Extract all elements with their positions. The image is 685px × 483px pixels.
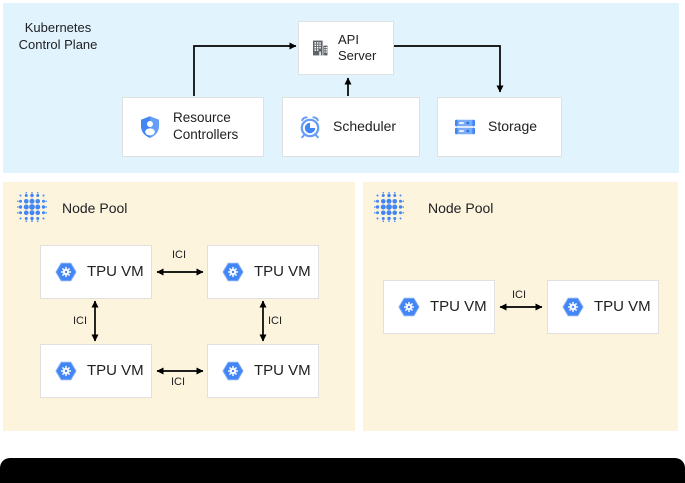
ici-label: ICI [171,249,187,261]
tpu-vm-card: TPU VM [40,344,152,398]
resource-controllers-label: Resource Controllers [173,110,239,142]
tpu-vm-card: TPU VM [547,280,659,334]
api-server-label: API Server [338,31,377,63]
scheduler-label: Scheduler [333,118,397,135]
tpu-vm-card: TPU VM [40,245,152,299]
tpu-vm-label: TPU VM [594,297,651,315]
tpu-hexagon-icon [54,359,78,383]
ici-label: ICI [268,315,283,327]
api-server-card: API Server [298,21,394,75]
shield-user-icon [137,114,163,140]
storage-card: Storage [437,97,562,157]
scheduler-card: Scheduler [282,97,420,157]
tpu-hexagon-icon [221,260,245,284]
tpu-vm-label: TPU VM [254,262,311,280]
tpu-vm-label: TPU VM [254,361,311,379]
tpu-hexagon-icon [397,295,421,319]
tpu-vm-label: TPU VM [430,297,487,315]
tpu-hexagon-icon [561,295,585,319]
ici-label: ICI [511,289,527,301]
tpu-vm-label: TPU VM [87,361,144,379]
storage-disks-icon [452,114,478,140]
resource-controllers-card: Resource Controllers [122,97,264,157]
node-pool-dots-icon [17,192,47,222]
node-pool-dots-icon [374,192,404,222]
tpu-hexagon-icon [54,260,78,284]
node-pool-label-left: Node Pool [62,200,128,216]
ici-label: ICI [170,376,186,388]
tpu-vm-label: TPU VM [87,262,144,280]
bottom-bar [0,458,685,483]
control-plane-title: Kubernetes Control Plane [18,20,98,53]
ici-label: ICI [72,315,87,327]
tpu-vm-card: TPU VM [207,344,319,398]
tpu-vm-card: TPU VM [207,245,319,299]
node-pool-label-right: Node Pool [428,200,494,216]
building-icon [310,38,330,58]
tpu-vm-card: TPU VM [383,280,495,334]
alarm-clock-icon [297,114,323,140]
storage-label: Storage [488,118,538,135]
tpu-hexagon-icon [221,359,245,383]
